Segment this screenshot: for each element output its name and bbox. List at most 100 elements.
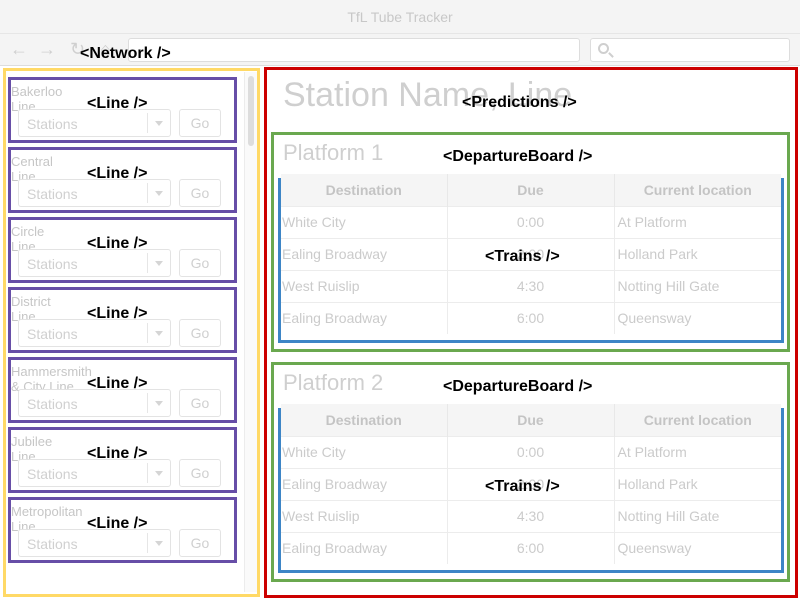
network-label: <Network />: [80, 45, 171, 62]
reload-icon[interactable]: ↻: [70, 39, 86, 59]
search-input[interactable]: [590, 38, 790, 62]
line-widget: [8, 287, 237, 353]
select-divider: [147, 183, 148, 203]
line-label: <Line />: [87, 375, 148, 392]
departure-board: [271, 132, 790, 352]
chevron-down-icon[interactable]: [155, 261, 163, 266]
train-due: 6:00: [447, 301, 615, 334]
line-widget: [8, 217, 237, 283]
column-header-destination: Destination: [281, 174, 448, 206]
trains-label: <Trains />: [485, 478, 560, 495]
line-label: <Line />: [87, 95, 148, 112]
line-widget: [8, 77, 237, 143]
home-icon[interactable]: ⌂: [100, 39, 111, 59]
window-title: TfL Tube Tracker: [347, 9, 453, 25]
select-divider: [147, 533, 148, 553]
scrollbar-thumb[interactable]: [248, 76, 254, 146]
line-label: <Line />: [87, 235, 148, 252]
train-destination: Ealing Broadway: [281, 237, 448, 270]
chevron-down-icon[interactable]: [155, 191, 163, 196]
train-destination: White City: [281, 205, 448, 238]
predictions-label: <Predictions />: [462, 94, 577, 111]
select-divider: [147, 393, 148, 413]
chevron-down-icon[interactable]: [155, 541, 163, 546]
line-widget: [8, 147, 237, 213]
stations-select-value: Stations: [27, 466, 78, 482]
stations-select-value: Stations: [27, 256, 78, 272]
column-header-due: Due: [447, 174, 615, 206]
stations-select[interactable]: Stations: [18, 459, 171, 487]
train-location: At Platform: [614, 435, 781, 468]
stations-select[interactable]: Stations: [18, 319, 171, 347]
column-header-location: Current location: [614, 174, 781, 206]
select-divider: [147, 463, 148, 483]
column-header-destination: Destination: [281, 404, 448, 436]
stations-select-value: Stations: [27, 116, 78, 132]
departure-board-label: <DepartureBoard />: [443, 148, 593, 165]
train-destination: West Ruislip: [281, 499, 448, 532]
go-button[interactable]: Go: [179, 319, 221, 347]
stations-select[interactable]: Stations: [18, 179, 171, 207]
train-due: 2:00: [447, 467, 615, 500]
go-button[interactable]: Go: [179, 389, 221, 417]
departure-board-label: <DepartureBoard />: [443, 378, 593, 395]
departure-board: [271, 362, 790, 582]
select-divider: [147, 113, 148, 133]
go-button[interactable]: Go: [179, 179, 221, 207]
chevron-down-icon[interactable]: [155, 401, 163, 406]
stations-select-value: Stations: [27, 396, 78, 412]
go-button[interactable]: Go: [179, 249, 221, 277]
train-location: Queensway: [614, 301, 781, 334]
train-due: 2:00: [447, 237, 615, 270]
platform-name: Platform 2: [283, 370, 384, 395]
line-widget: [8, 427, 237, 493]
title-bar: TfL Tube Tracker: [0, 0, 800, 34]
train-due: 0:00: [447, 435, 615, 468]
train-destination: Ealing Broadway: [281, 467, 448, 500]
trains-label: <Trains />: [485, 248, 560, 265]
line-label: <Line />: [87, 165, 148, 182]
forward-icon[interactable]: →: [38, 39, 56, 59]
select-divider: [147, 253, 148, 273]
line-label: <Line />: [87, 305, 148, 322]
predictions-panel: [264, 67, 798, 598]
stations-select[interactable]: Stations: [18, 249, 171, 277]
chevron-down-icon[interactable]: [155, 471, 163, 476]
back-icon[interactable]: ←: [10, 39, 28, 59]
chevron-down-icon[interactable]: [155, 121, 163, 126]
network-scrollbar[interactable]: [244, 72, 257, 592]
train-location: Notting Hill Gate: [614, 499, 781, 532]
stations-select-value: Stations: [27, 536, 78, 552]
go-button[interactable]: Go: [179, 459, 221, 487]
address-bar[interactable]: [128, 38, 580, 62]
train-due: 0:00: [447, 205, 615, 238]
stations-select[interactable]: Stations: [18, 389, 171, 417]
chevron-down-icon[interactable]: [155, 331, 163, 336]
go-button[interactable]: Go: [179, 529, 221, 557]
search-icon: [598, 43, 609, 54]
go-button[interactable]: Go: [179, 109, 221, 137]
train-location: Queensway: [614, 531, 781, 564]
select-divider: [147, 323, 148, 343]
train-destination: White City: [281, 435, 448, 468]
train-location: At Platform: [614, 205, 781, 238]
stations-select-value: Stations: [27, 326, 78, 342]
stations-select[interactable]: Stations: [18, 109, 171, 137]
line-label: <Line />: [87, 515, 148, 532]
station-title: Station Name, Line: [283, 76, 573, 114]
stations-select[interactable]: Stations: [18, 529, 171, 557]
train-destination: Ealing Broadway: [281, 301, 448, 334]
line-label: <Line />: [87, 445, 148, 462]
line-widget: [8, 357, 237, 423]
train-due: 6:00: [447, 531, 615, 564]
